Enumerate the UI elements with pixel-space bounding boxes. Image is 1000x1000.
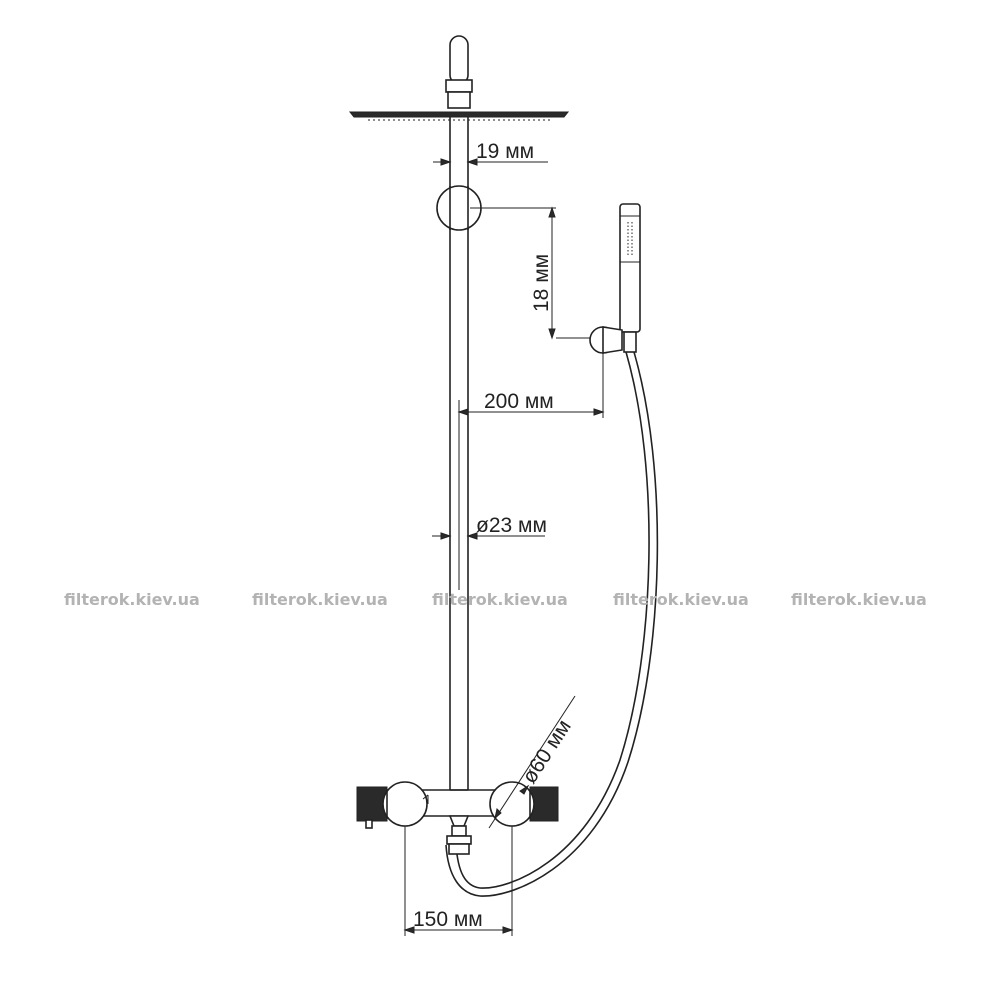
rain-shower-head — [348, 35, 570, 121]
hand-shower — [619, 203, 641, 353]
dimension-holder-offset — [457, 352, 605, 418]
left-knob — [356, 781, 429, 829]
dimension-label-holder-height: 18 мм — [530, 254, 553, 312]
hand-shower-holder — [589, 326, 623, 354]
dimension-label-holder-offset: 200 мм — [484, 390, 554, 413]
watermark-text-2: filterok.kiev.ua — [252, 590, 388, 609]
watermark-text-4: filterok.kiev.ua — [613, 590, 749, 609]
dimension-label-knob-diameter: ø60 мм — [518, 716, 576, 788]
dimension-label-pipe-diameter: ø23 мм — [476, 514, 547, 537]
shower-hose — [445, 351, 659, 897]
dimension-label-inlet-spacing: 150 мм — [413, 908, 483, 931]
watermark-text-5: filterok.kiev.ua — [791, 590, 927, 609]
spray-nozzles — [627, 222, 633, 256]
dimension-knob-diameter — [488, 695, 576, 829]
dimension-label-head-gap: 19 мм — [476, 140, 534, 163]
watermark-text-3: filterok.kiev.ua — [432, 590, 568, 609]
dimension-inlet-spacing — [403, 826, 514, 936]
dimension-head-gap — [433, 158, 548, 166]
watermark-text-1: filterok.kiev.ua — [64, 590, 200, 609]
hose-connector — [446, 825, 472, 855]
dimension-pipe-diameter — [432, 532, 545, 540]
dimension-holder-height — [470, 206, 602, 340]
